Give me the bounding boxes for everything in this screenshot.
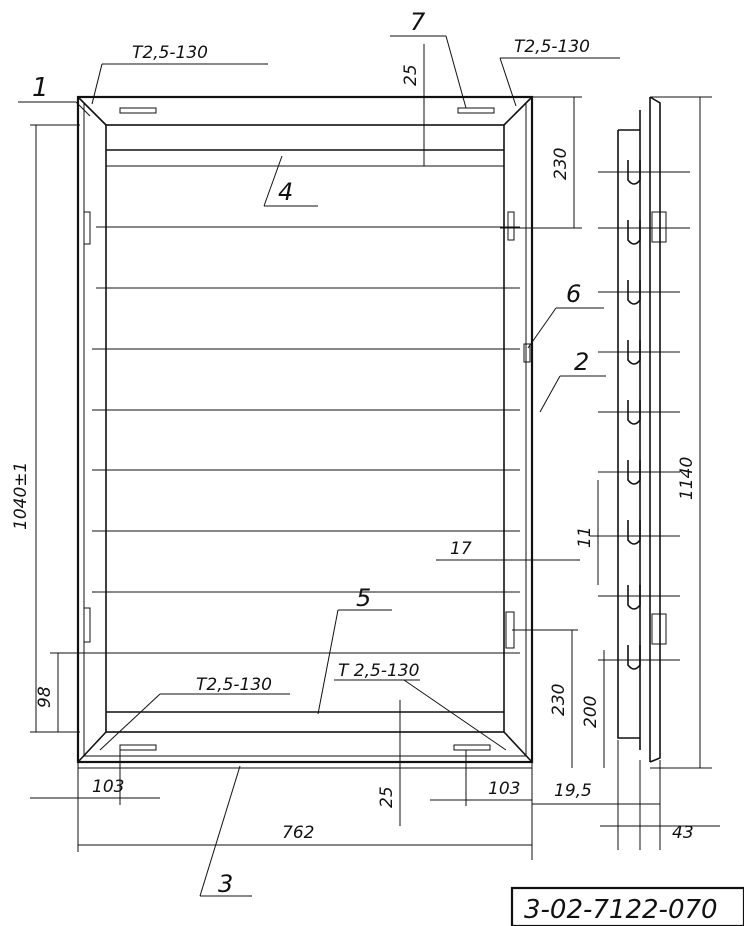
hook	[627, 280, 641, 305]
part-number-2: 2	[574, 348, 589, 376]
weld-mark	[119, 744, 157, 751]
weld-mark	[457, 107, 495, 114]
hook	[627, 340, 641, 365]
miter-bl	[77, 731, 107, 763]
leader-p7-diag	[445, 35, 467, 109]
hook	[627, 460, 641, 485]
dim-bottom-25: 25	[377, 786, 397, 808]
hook	[627, 220, 641, 245]
title-block-border	[510, 886, 744, 926]
part-number-3: 3	[218, 870, 233, 898]
weld-label-bottom-left: Т2,5-130	[196, 675, 272, 695]
side-profile	[617, 96, 661, 763]
side-leaders	[590, 171, 690, 661]
front-view	[76, 95, 534, 769]
leader-p3-diag	[199, 765, 241, 897]
leader-p2-diag	[539, 375, 561, 413]
hook	[627, 645, 641, 670]
part-number-7: 7	[410, 8, 426, 36]
weld-mark	[83, 211, 91, 245]
part-number-4: 4	[278, 178, 293, 206]
dim-height-1040: 1040±1	[11, 462, 31, 530]
dim-top-230: 230	[551, 148, 571, 180]
leader-p1-diag	[75, 101, 91, 117]
dim-bottom-230: 230	[549, 684, 569, 716]
part6-clip	[523, 343, 531, 363]
dim-bottom-left-103: 103	[92, 777, 124, 797]
side-clip-bottom	[651, 613, 667, 645]
weld-mark	[83, 607, 91, 643]
louver-slats	[92, 226, 520, 654]
dim-bottom-right-103: 103	[488, 779, 520, 799]
leader-weld-bl-diag	[99, 693, 161, 751]
part-number-5: 5	[356, 584, 371, 612]
weld-label-bottom-right: Т 2,5-130	[338, 661, 419, 681]
leader-weld-tr-diag	[499, 57, 517, 107]
dimension-lines	[18, 35, 720, 897]
hook	[627, 585, 641, 610]
leader-weld-tl-diag	[91, 63, 103, 105]
weld-mark	[507, 211, 515, 241]
weld-mark	[119, 107, 157, 114]
dim-side-43: 43	[672, 823, 694, 843]
leader-p6-diag	[527, 307, 557, 349]
miter-tl	[77, 96, 107, 126]
hook	[627, 400, 641, 425]
weld-label-top-right: Т2,5-130	[514, 37, 590, 57]
dim-side-200: 200	[581, 696, 601, 728]
hook	[627, 520, 641, 545]
weld-mark	[453, 744, 491, 751]
side-hooks	[627, 160, 641, 670]
frame-outer	[76, 95, 534, 764]
dim-side-1140: 1140	[677, 457, 697, 500]
leader-weld-br-diag	[403, 679, 507, 751]
hook	[627, 160, 641, 185]
dim-slot-11: 11	[575, 526, 595, 548]
frame-inner	[105, 124, 505, 733]
labels: Т2,5-130 Т2,5-130 Т2,5-130 Т 2,5-130 1 2…	[11, 8, 697, 898]
dim-gap-17: 17	[450, 539, 472, 559]
part-number-1: 1	[32, 73, 49, 103]
drawing-number: 3-02-7122-070	[524, 895, 718, 925]
part-number-6: 6	[566, 280, 581, 308]
leader-p5-diag	[317, 609, 339, 715]
leader-p4-diag	[263, 155, 283, 207]
miter-tr	[503, 96, 533, 126]
dim-width-762: 762	[282, 823, 314, 843]
miter-br	[503, 731, 533, 763]
side-view	[590, 96, 690, 763]
weld-marks	[83, 107, 531, 751]
dim-top-25: 25	[401, 64, 421, 86]
side-clip-top	[651, 211, 667, 243]
weld-label-top-left: Т2,5-130	[132, 43, 208, 63]
title-block: 3-02-7122-070	[510, 886, 744, 926]
dim-side-19-5: 19,5	[554, 781, 592, 801]
dim-left-98: 98	[35, 686, 55, 708]
